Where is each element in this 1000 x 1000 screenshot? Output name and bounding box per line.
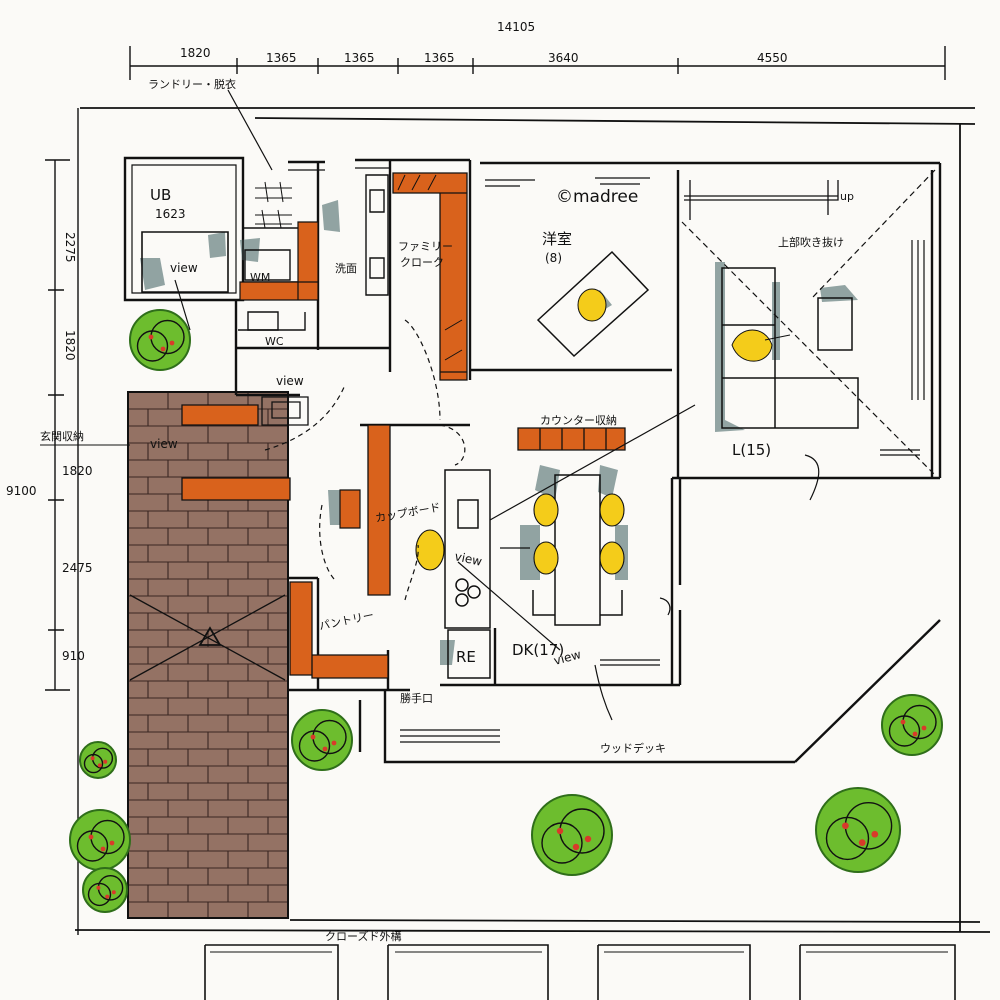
left-dim-4: 2475 [62,561,93,575]
dining-table [532,474,623,626]
view-label-3: view [150,437,178,451]
door-swings [659,454,820,616]
top-dim-2: 1365 [266,51,297,65]
top-dim-1: 1820 [180,46,211,60]
tree [82,867,128,913]
bathtub [141,231,229,293]
pantry-label: パントリー [318,609,375,633]
western-room-bed [536,250,650,358]
closed-outside-label: クローズド外構 [325,929,401,943]
tree [291,709,353,771]
family-closet-label-2: クローク [400,256,444,269]
western-room-label: 洋室 [542,230,572,248]
cupboard-small [339,489,361,529]
laundry-label: ランドリー・脱衣 [148,77,236,91]
tree [881,694,943,756]
view-label-2: view [276,374,304,388]
top-dim-6: 4550 [757,51,788,65]
hall-cabinet [261,396,309,426]
top-dim-4: 1365 [424,51,455,65]
left-dim-3: 1820 [62,464,93,478]
entrance-storage-2 [181,477,291,501]
family-closet-hatch [397,174,463,361]
wm-label: WM [250,271,270,284]
counter-storage-label: カウンター収納 [540,414,617,427]
site-boundary [74,107,991,933]
view-label-1: view [170,261,198,275]
family-closet-shelf [392,172,468,381]
tree [129,309,191,371]
ub-size-label: 1623 [155,207,186,221]
top-dimension-line [129,46,946,80]
entrance-storage-label: 玄関収納 [40,429,84,443]
copyright-text: ©madree [556,187,638,207]
view-label-5: view [552,647,582,668]
bottom-carport [204,944,956,1000]
window-marks [400,177,925,743]
tree [531,794,613,876]
tree [79,741,117,779]
view-arrows [174,279,696,721]
wood-deck-label: ウッドデッキ [600,741,666,755]
living-label: L(15) [732,441,771,459]
brick-approach [127,391,289,919]
top-dim-3: 1365 [344,51,375,65]
tree [69,809,131,871]
living-chair [731,329,791,362]
back-door-label: 勝手口 [400,691,433,705]
entrance-storage-1 [181,404,259,426]
laundry-leader [227,89,273,171]
ub-label: UB [150,186,171,204]
view-label-4: view [453,549,483,568]
wm-washer-shelf [239,221,319,301]
left-dim-1: 2275 [63,232,77,263]
washroom-fixtures [365,174,389,296]
up-label: up [840,190,854,203]
total-depth-text: 9100 [6,484,37,498]
re-label: RE [456,648,476,666]
top-dim-5: 3640 [548,51,579,65]
western-room-size-label: (8) [545,251,562,265]
tree [815,787,901,873]
dk-label: DK(17) [512,641,564,659]
counter-storage [517,427,626,451]
total-width-text: 14105 [497,20,535,34]
living-sofa [721,267,859,429]
washroom-label: 洗面 [335,262,357,275]
garden-trees [69,309,943,913]
stairwell-label: 上部吹き抜け [778,235,844,249]
kitchen-island [444,469,491,679]
pantry-unit [289,581,389,679]
dining-chairs [415,493,625,575]
stairs [684,180,839,220]
western-room-chair [577,288,607,322]
circulation-paths [264,319,466,601]
family-closet-label-1: ファミリー [398,240,453,253]
left-dimension-line [45,108,79,935]
left-dim-2: 1820 [63,330,77,361]
wc-label: WC [265,335,284,348]
left-dim-5: 910 [62,649,85,663]
cupboard-unit [367,424,391,596]
